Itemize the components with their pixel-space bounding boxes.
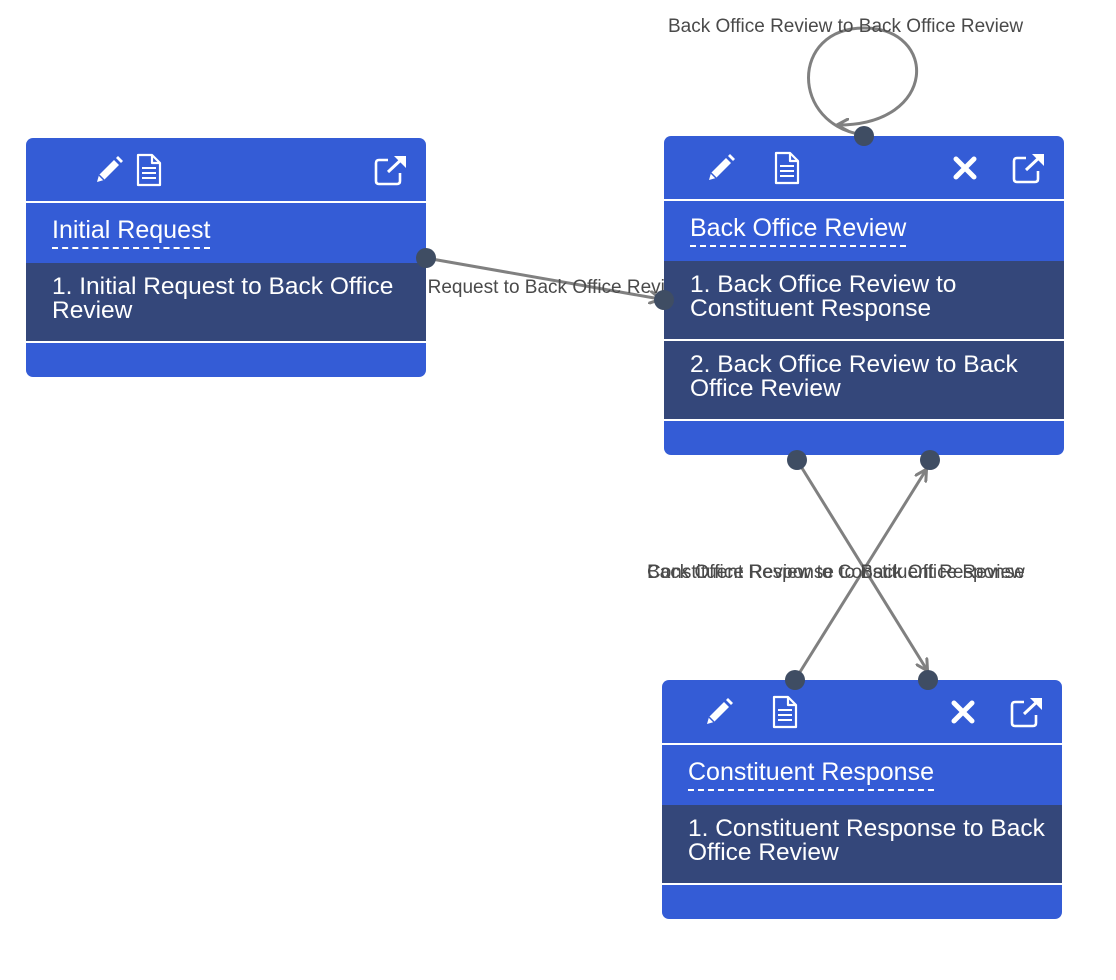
- port-back-office-review-in-bottom[interactable]: [920, 450, 940, 470]
- node-title[interactable]: Back Office Review: [690, 215, 907, 247]
- node-title-row: Initial Request: [26, 203, 426, 263]
- port-constituent-response-in[interactable]: [918, 670, 938, 690]
- edge-label-constituent-to-backoffice: Constituent Response to Back Office Revi…: [647, 562, 1025, 583]
- node-title-row: Back Office Review: [664, 201, 1064, 261]
- external-link-icon[interactable]: [372, 151, 410, 189]
- edge-backoffice-self-loop[interactable]: [807, 26, 919, 137]
- pencil-icon[interactable]: [700, 693, 738, 731]
- edge-label-initial-to-backoffice: Initial Request to Back Office Review: [378, 277, 690, 298]
- transition-item[interactable]: 1. Back Office Review to Constituent Res…: [664, 261, 1064, 341]
- port-constituent-response-out[interactable]: [785, 670, 805, 690]
- node-footer: [664, 421, 1064, 455]
- transition-item[interactable]: 1. Initial Request to Back Office Review: [26, 263, 426, 343]
- document-icon[interactable]: [767, 149, 805, 187]
- node-constituent-response[interactable]: Constituent Response 1. Constituent Resp…: [662, 680, 1062, 919]
- node-footer: [662, 885, 1062, 919]
- external-link-icon[interactable]: [1008, 693, 1046, 731]
- transition-item[interactable]: 2. Back Office Review to Back Office Rev…: [664, 341, 1064, 421]
- close-icon[interactable]: [946, 149, 984, 187]
- node-toolbar: [664, 136, 1064, 201]
- external-link-icon[interactable]: [1010, 149, 1048, 187]
- node-footer: [26, 343, 426, 377]
- edge-label-backoffice-to-constituent: Back Office Review to Constituent Respon…: [647, 562, 1025, 583]
- edge-label-backoffice-self-loop: Back Office Review to Back Office Review: [668, 16, 1024, 37]
- node-initial-request[interactable]: Initial Request 1. Initial Request to Ba…: [26, 138, 426, 377]
- node-title[interactable]: Initial Request: [52, 217, 211, 249]
- port-back-office-review-in[interactable]: [654, 290, 674, 310]
- node-back-office-review[interactable]: Back Office Review 1. Back Office Review…: [664, 136, 1064, 455]
- transition-item[interactable]: 1. Constituent Response to Back Office R…: [662, 805, 1062, 885]
- document-icon[interactable]: [765, 693, 803, 731]
- document-icon[interactable]: [129, 151, 167, 189]
- node-toolbar: [662, 680, 1062, 745]
- pencil-icon[interactable]: [90, 151, 128, 189]
- node-title[interactable]: Constituent Response: [688, 759, 934, 791]
- port-initial-request-out[interactable]: [416, 248, 436, 268]
- node-toolbar: [26, 138, 426, 203]
- port-back-office-review-out[interactable]: [787, 450, 807, 470]
- pencil-icon[interactable]: [702, 149, 740, 187]
- node-title-row: Constituent Response: [662, 745, 1062, 805]
- close-icon[interactable]: [944, 693, 982, 731]
- port-back-office-review-loop[interactable]: [854, 126, 874, 146]
